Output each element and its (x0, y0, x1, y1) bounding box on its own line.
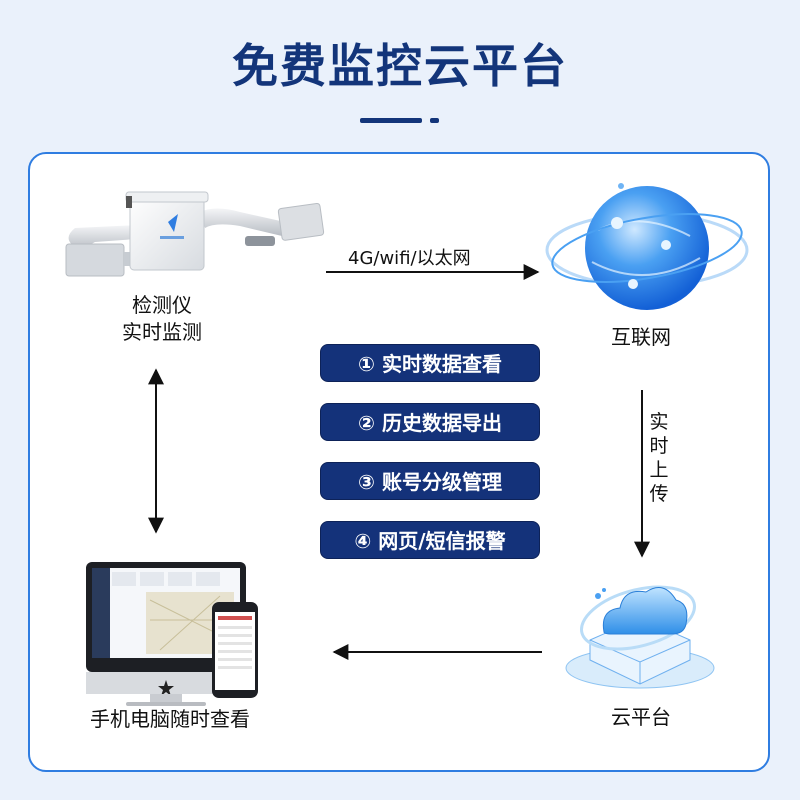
title-underline (360, 118, 422, 123)
detector-label-line2: 实时监测 (122, 320, 202, 344)
title-underline-dot (430, 118, 439, 123)
internet-label: 互联网 (611, 325, 671, 349)
cloud-platform-image (565, 585, 715, 689)
monitor-phone-image (86, 562, 258, 706)
vlabel-char-1: 实 (649, 411, 669, 433)
feature-alerts: ④ 网页/短信报警 (320, 521, 540, 559)
cloud-label: 云平台 (611, 705, 671, 729)
devices-label: 手机电脑随时查看 (90, 707, 250, 731)
vlabel-char-4: 传 (649, 483, 669, 505)
detector-label-line1: 检测仪 (132, 293, 192, 317)
detector-device-image (65, 191, 325, 277)
feature-account-levels: ③ 账号分级管理 (320, 462, 540, 500)
feature-realtime-view: ① 实时数据查看 (320, 344, 540, 382)
edge-label-network: 4G/wifi/以太网 (348, 248, 471, 269)
feature-history-export: ② 历史数据导出 (320, 403, 540, 441)
vlabel-char-3: 上 (649, 459, 669, 481)
vlabel-char-2: 时 (649, 435, 669, 457)
detector-label: 检测仪 实时监测 (116, 292, 208, 346)
edge-label-realtime-upload: 实 时 上 传 (646, 410, 672, 506)
globe-image (545, 183, 749, 310)
page-title: 免费监控云平台 (232, 39, 568, 93)
